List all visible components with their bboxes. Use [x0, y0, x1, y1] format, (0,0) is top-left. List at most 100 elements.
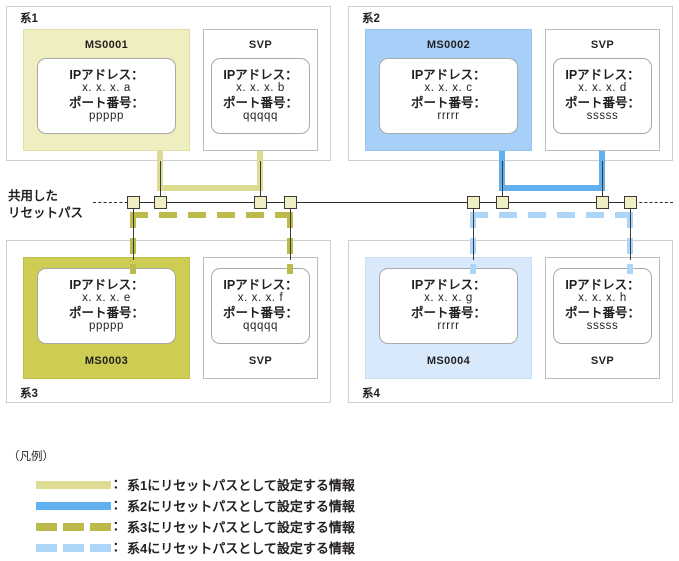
system-label-sys4: 系4: [362, 388, 380, 400]
port-number-value: sssss: [586, 110, 619, 123]
path-sys3-horizontal: [130, 212, 293, 218]
stub-up-svp-sys2: [602, 161, 603, 202]
stub-down-svp-sys3: [290, 202, 291, 260]
legend-label-sys3: 系3にリセットパスとして設定する情報: [127, 520, 355, 535]
unit-ms0002[interactable]: MS0002 IPアドレス： x. x. x. c ポート番号： rrrrr: [365, 29, 532, 151]
stub-up-ms0002: [502, 161, 503, 202]
unit-svp-sys3[interactable]: IPアドレス： x. x. x. f ポート番号： qqqqq SVP: [203, 257, 318, 379]
shared-reset-path-label-line1: 共用した: [8, 189, 59, 203]
unit-title-ms0001: MS0001: [84, 39, 129, 51]
unit-title-svp-sys4: SVP: [590, 355, 615, 367]
ip-address-label: IPアドレス：: [565, 67, 640, 82]
port-number-label: ポート番号：: [68, 96, 144, 110]
bus-node-2[interactable]: [154, 196, 167, 209]
shared-reset-path-label: 共用した リセットパス: [8, 188, 83, 222]
port-number-label: ポート番号：: [222, 306, 298, 320]
infobox-svp-sys2: IPアドレス： x. x. x. d ポート番号： sssss: [553, 58, 652, 134]
unit-ms0004[interactable]: IPアドレス： x. x. x. g ポート番号： rrrrr MS0004: [365, 257, 532, 379]
unit-title-svp-sys1: SVP: [248, 39, 273, 51]
infobox-ms0004: IPアドレス： x. x. x. g ポート番号： rrrrr: [379, 268, 518, 344]
ip-address-value: x. x. x. c: [424, 82, 473, 95]
path-sys4-horizontal: [470, 212, 633, 218]
legend-label-sys2: 系2にリセットパスとして設定する情報: [127, 499, 355, 514]
stub-down-svp-sys4: [630, 202, 631, 260]
port-number-label: ポート番号：: [68, 306, 144, 320]
ip-address-value: x. x. x. f: [237, 292, 284, 305]
unit-svp-sys4[interactable]: IPアドレス： x. x. x. h ポート番号： sssss SVP: [545, 257, 660, 379]
stub-down-ms0003: [133, 202, 134, 260]
port-number-label: ポート番号：: [564, 96, 640, 110]
ip-address-label: IPアドレス：: [411, 67, 486, 82]
system-label-sys3: 系3: [20, 388, 38, 400]
stub-up-ms0001: [160, 161, 161, 202]
ip-address-label: IPアドレス：: [411, 277, 486, 292]
ip-address-label: IPアドレス：: [69, 277, 144, 292]
system-label-sys1: 系1: [20, 13, 38, 25]
port-number-value: ppppp: [89, 110, 124, 123]
ip-address-label: IPアドレス：: [223, 277, 298, 292]
infobox-ms0003: IPアドレス： x. x. x. e ポート番号： ppppp: [37, 268, 176, 344]
legend-swatch-sys1: [36, 480, 111, 489]
port-number-value: qqqqq: [243, 110, 278, 123]
path-sys2-horizontal: [499, 185, 605, 191]
legend-swatch-sys2: [36, 501, 111, 510]
port-number-value: rrrrr: [437, 110, 460, 123]
ip-address-value: x. x. x. h: [578, 292, 627, 305]
bus-node-8[interactable]: [624, 196, 637, 209]
port-number-label: ポート番号：: [410, 306, 486, 320]
legend: ： 系1にリセットパスとして設定する情報 ： 系2にリセットパスとして設定する情…: [36, 474, 656, 558]
legend-title: （凡例）: [8, 451, 54, 463]
legend-colon: ：: [112, 519, 126, 534]
stub-down-ms0004: [473, 202, 474, 260]
unit-ms0001[interactable]: MS0001 IPアドレス： x. x. x. a ポート番号： ppppp: [23, 29, 190, 151]
path-sys1-horizontal: [157, 185, 263, 191]
system-label-sys2: 系2: [362, 13, 380, 25]
unit-title-ms0004: MS0004: [426, 355, 471, 367]
ip-address-label: IPアドレス：: [69, 67, 144, 82]
legend-colon: ：: [112, 498, 126, 513]
port-number-value: sssss: [586, 320, 619, 333]
ip-address-value: x. x. x. b: [236, 82, 285, 95]
bus-node-7[interactable]: [596, 196, 609, 209]
legend-item-sys1: ： 系1にリセットパスとして設定する情報: [36, 474, 656, 495]
bus-node-4[interactable]: [284, 196, 297, 209]
ip-address-value: x. x. x. d: [578, 82, 627, 95]
bus-node-1[interactable]: [127, 196, 140, 209]
legend-colon: ：: [112, 540, 126, 555]
unit-title-svp-sys3: SVP: [248, 355, 273, 367]
unit-ms0003[interactable]: IPアドレス： x. x. x. e ポート番号： ppppp MS0003: [23, 257, 190, 379]
port-number-value: rrrrr: [437, 320, 460, 333]
unit-title-svp-sys2: SVP: [590, 39, 615, 51]
bus-line-main: [131, 202, 631, 203]
infobox-svp-sys1: IPアドレス： x. x. x. b ポート番号： qqqqq: [211, 58, 310, 134]
ip-address-value: x. x. x. a: [82, 82, 131, 95]
infobox-ms0001: IPアドレス： x. x. x. a ポート番号： ppppp: [37, 58, 176, 134]
shared-reset-path-label-line2: リセットパス: [8, 205, 84, 220]
legend-item-sys2: ： 系2にリセットパスとして設定する情報: [36, 495, 656, 516]
ip-address-value: x. x. x. e: [82, 292, 131, 305]
port-number-label: ポート番号：: [410, 96, 486, 110]
infobox-svp-sys4: IPアドレス： x. x. x. h ポート番号： sssss: [553, 268, 652, 344]
legend-label-sys1: 系1にリセットパスとして設定する情報: [127, 478, 355, 493]
legend-label-sys4: 系4にリセットパスとして設定する情報: [127, 541, 355, 556]
unit-svp-sys1[interactable]: SVP IPアドレス： x. x. x. b ポート番号： qqqqq: [203, 29, 318, 151]
unit-svp-sys2[interactable]: SVP IPアドレス： x. x. x. d ポート番号： sssss: [545, 29, 660, 151]
port-number-label: ポート番号：: [564, 306, 640, 320]
port-number-value: ppppp: [89, 320, 124, 333]
legend-swatch-sys3: [36, 522, 111, 531]
infobox-ms0002: IPアドレス： x. x. x. c ポート番号： rrrrr: [379, 58, 518, 134]
bus-node-5[interactable]: [467, 196, 480, 209]
port-number-value: qqqqq: [243, 320, 278, 333]
legend-colon: ：: [112, 477, 126, 492]
port-number-label: ポート番号：: [222, 96, 298, 110]
stub-up-svp-sys1: [260, 161, 261, 202]
bus-node-6[interactable]: [496, 196, 509, 209]
legend-item-sys4: ： 系4にリセットパスとして設定する情報: [36, 537, 656, 558]
ip-address-label: IPアドレス：: [565, 277, 640, 292]
bus-dash-right: [629, 202, 673, 203]
legend-item-sys3: ： 系3にリセットパスとして設定する情報: [36, 516, 656, 537]
ip-address-label: IPアドレス：: [223, 67, 298, 82]
bus-node-3[interactable]: [254, 196, 267, 209]
unit-title-ms0002: MS0002: [426, 39, 471, 51]
